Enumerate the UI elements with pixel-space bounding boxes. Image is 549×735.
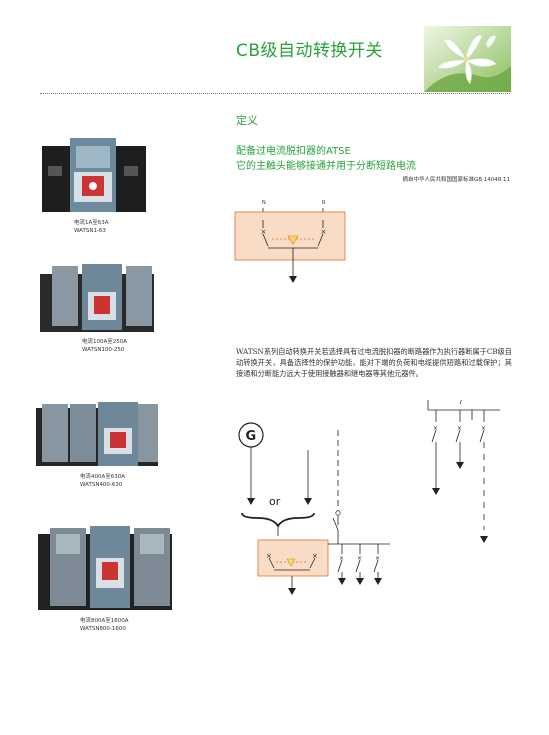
svg-text:×: × <box>339 555 344 562</box>
svg-text:×: × <box>481 425 486 432</box>
standard-note: 摘自中华人民共和国国家标准GB 14048.11 <box>402 177 510 183</box>
application-diagram: G or × × × × × × × × <box>238 400 500 595</box>
svg-text:×: × <box>261 228 267 236</box>
body-paragraph: WATSN系列自动转换开关若选择具有过电流脱扣器的断路器作为执行器断属于CB级自… <box>236 347 512 378</box>
product-image-watsn400-630 <box>36 402 158 466</box>
label-n: N <box>262 200 266 206</box>
headline-2: 它的主触头能够接通并用于分断短路电流 <box>236 161 416 172</box>
svg-text:×: × <box>433 425 438 432</box>
product-current-4: 电流800A至1600A <box>80 618 129 624</box>
label-r: R <box>322 200 326 206</box>
header-divider <box>40 93 510 94</box>
arrow-down-icon <box>289 276 297 283</box>
product-image-watsn1-63 <box>42 138 146 212</box>
product-model-3: WATSN400-630 <box>80 482 123 488</box>
svg-text:×: × <box>266 552 272 560</box>
svg-text:×: × <box>457 425 462 432</box>
page-title: CB级自动转换开关 <box>236 41 384 61</box>
generator-label: G <box>246 429 257 444</box>
product-current-3: 电流400A至630A <box>80 474 126 480</box>
svg-text:×: × <box>357 555 362 562</box>
or-label: or <box>269 495 281 508</box>
lily-flower-image <box>424 26 511 92</box>
svg-text:×: × <box>321 228 327 236</box>
atse-definition-diagram: N R × × <box>234 200 346 283</box>
actuator-icon <box>287 235 299 245</box>
svg-text:×: × <box>375 555 380 562</box>
section-title: 定义 <box>236 114 258 127</box>
product-image-watsn800-1600 <box>38 526 172 610</box>
headline-1: 配备过电流脱扣器的ATSE <box>236 146 351 157</box>
product-current-2: 电流100A至250A <box>82 339 128 345</box>
product-current-1: 电流1A至63A <box>74 220 109 226</box>
actuator-icon-2 <box>286 558 296 567</box>
product-model-4: WATSN800-1600 <box>80 626 126 632</box>
product-model-1: WATSN1-63 <box>74 228 106 234</box>
product-model-2: WATSN100-250 <box>82 347 125 353</box>
product-image-watsn100-250 <box>40 264 154 332</box>
svg-text:×: × <box>312 552 318 560</box>
